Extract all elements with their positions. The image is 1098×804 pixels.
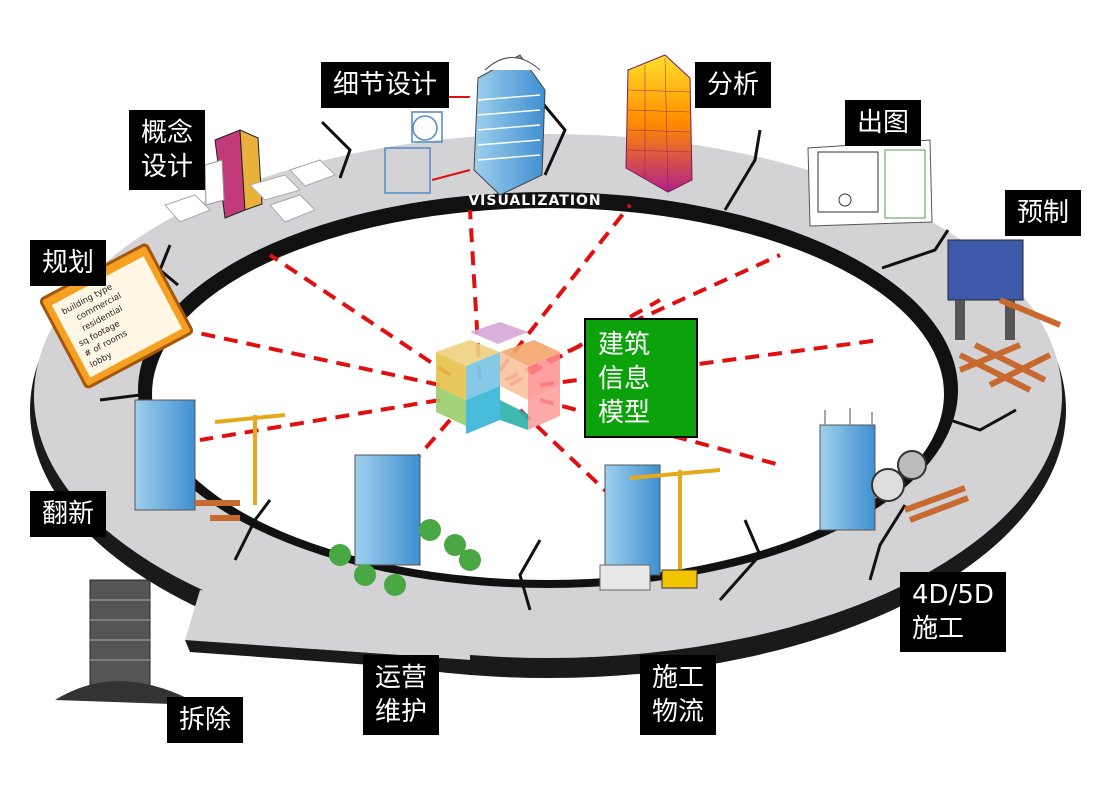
stage-label-prefabrication: 预制 <box>1005 190 1082 236</box>
bim-label-line: 信息 <box>598 364 651 394</box>
concept-model-icon <box>164 129 336 223</box>
stage-label-line: 翻新 <box>42 499 95 529</box>
bim-label-line: 模型 <box>598 398 651 428</box>
analysis-model-icon <box>625 54 693 193</box>
ring-dividers <box>99 99 1017 611</box>
stage-label-detailed-design: 细节设计 <box>321 62 450 108</box>
stage-label-concept-design: 概念 设计 <box>129 110 206 190</box>
stage-label-line: 出图 <box>857 108 910 138</box>
stage-label-line: 运营 <box>375 663 428 693</box>
bim-center-label: 建筑 信息 模型 <box>584 318 698 438</box>
ring-text: VISUALIZATION <box>468 193 601 209</box>
stage-label-drawings: 出图 <box>845 100 922 146</box>
bim-cube-icon <box>436 322 560 434</box>
stage-label-construction-4d5d: 4D/5D 施工 <box>900 572 1006 652</box>
demolition-building-icon <box>55 579 200 705</box>
stage-label-analysis: 分析 <box>695 62 772 108</box>
stage-label-operations-maintenance: 运营 维护 <box>363 655 440 735</box>
stage-label-line: 分析 <box>707 70 760 100</box>
detailed-design-icon <box>384 54 546 196</box>
stage-label-renovation: 翻新 <box>30 491 107 537</box>
stage-label-line: 设计 <box>141 152 194 182</box>
stage-label-line: 维护 <box>375 697 428 727</box>
stage-label-line: 拆除 <box>179 705 232 735</box>
operations-building-icon <box>329 454 481 596</box>
stage-label-planning: 规划 <box>30 240 107 286</box>
renovation-building-icon <box>134 399 286 521</box>
construction-4d5d-icon <box>819 408 970 531</box>
stage-label-demolition: 拆除 <box>167 697 244 743</box>
stage-label-line: 规划 <box>42 248 95 278</box>
construction-logistics-icon <box>599 464 721 591</box>
stage-label-construction-logistics: 施工 物流 <box>640 655 717 735</box>
lifecycle-ring: VISUALIZATION <box>30 99 1066 678</box>
bim-label-line: 建筑 <box>598 330 651 360</box>
stage-label-line: 概念 <box>141 118 194 148</box>
stage-label-line: 细节设计 <box>333 70 438 100</box>
stage-label-line: 施工 <box>652 663 705 693</box>
prefab-machine-icon <box>947 239 1062 393</box>
stage-label-line: 4D/5D <box>912 580 994 610</box>
stage-label-line: 物流 <box>652 697 705 727</box>
stage-label-line: 施工 <box>912 614 965 644</box>
drawing-sheet-icon <box>807 139 933 227</box>
stage-label-line: 预制 <box>1017 198 1070 228</box>
